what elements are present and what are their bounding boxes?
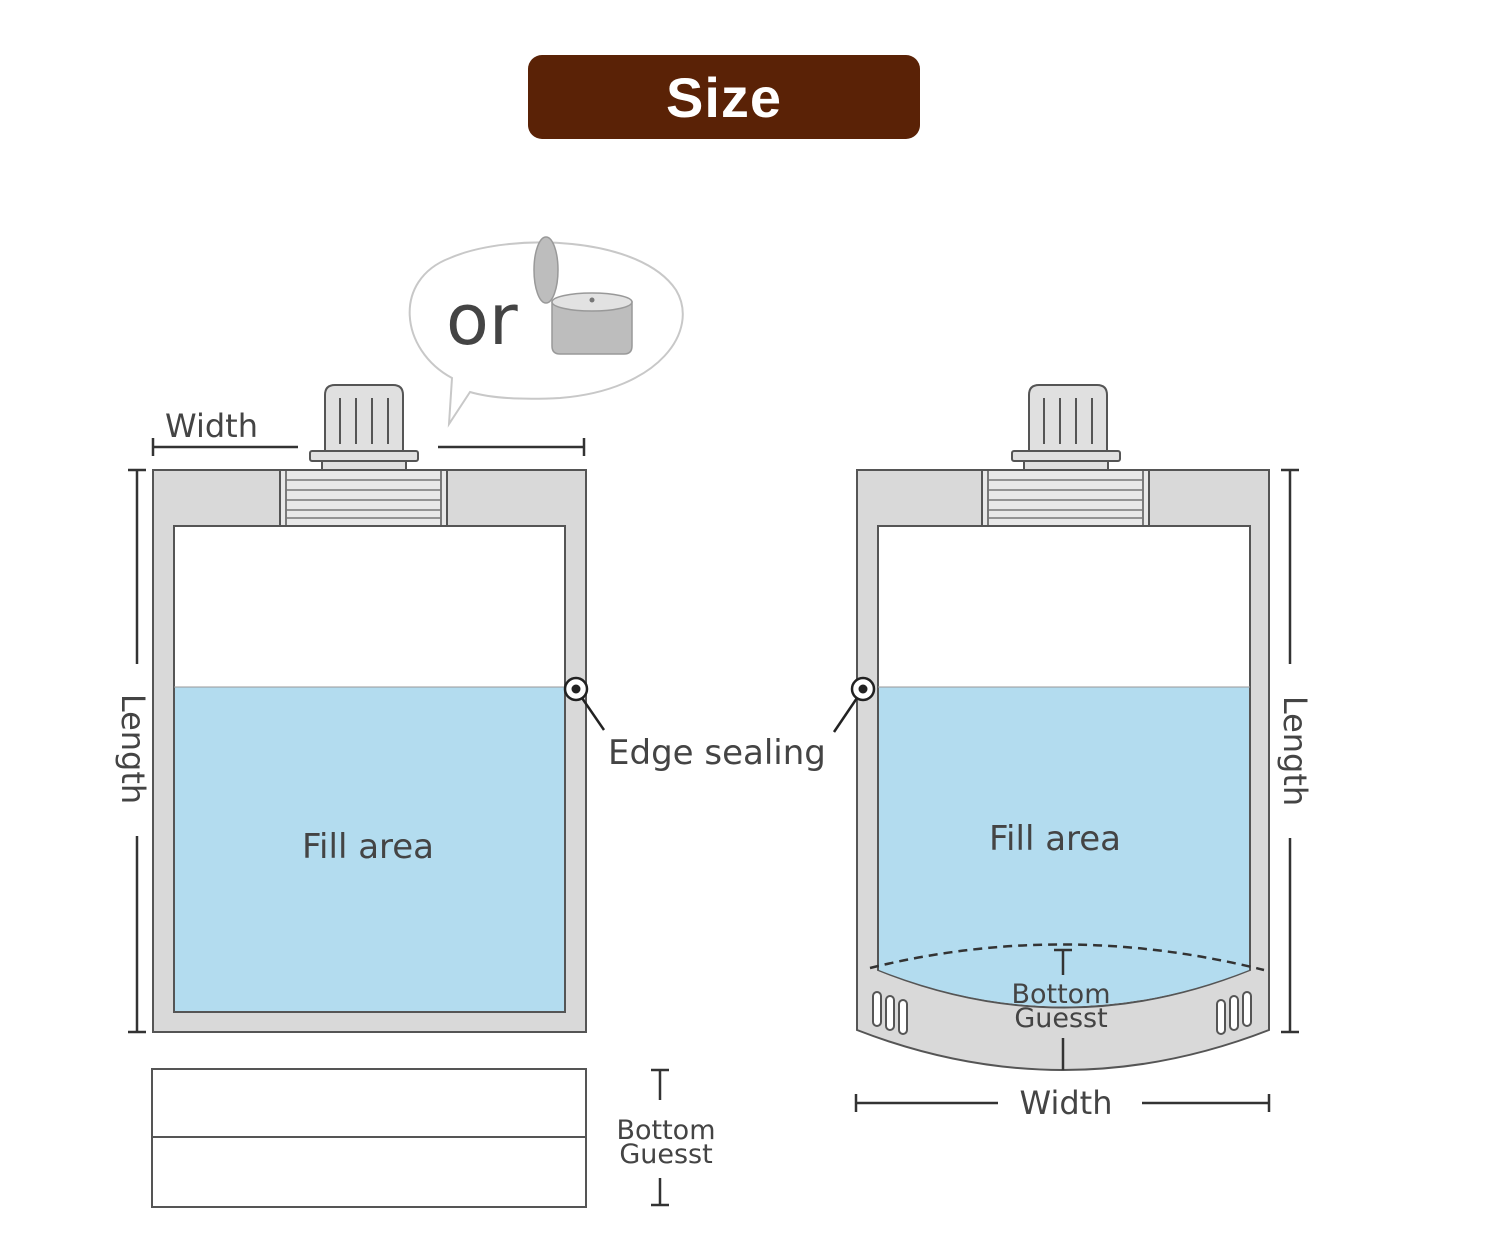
left-width-label: Width xyxy=(165,407,258,445)
bubble-or-text: or xyxy=(446,279,518,361)
right-spout-cap-icon xyxy=(1011,384,1121,471)
right-length-dimension xyxy=(1281,468,1299,1034)
right-length-label: Length xyxy=(1276,696,1314,806)
left-fill-label: Fill area xyxy=(302,827,434,867)
right-gusset-label-line2: Guesst xyxy=(1014,1003,1107,1034)
right-pouch: Fill area xyxy=(832,384,1314,1122)
edge-sealing-label: Edge sealing xyxy=(608,733,826,773)
flip-cap-icon xyxy=(533,236,633,355)
page-title: Size xyxy=(665,65,783,129)
right-edge-sealing-marker xyxy=(832,676,876,733)
left-bottom-gusset: Bottom Guesst xyxy=(151,1068,716,1208)
left-spout-cap-icon xyxy=(309,384,419,471)
left-fill-area xyxy=(175,687,564,1011)
right-gusset-dimension xyxy=(1054,948,1072,1070)
left-gusset-dimension xyxy=(651,1068,669,1207)
title-banner: Size xyxy=(528,55,920,139)
right-pouch-slots-left xyxy=(872,991,908,1035)
left-gusset-label-line2: Guesst xyxy=(619,1139,712,1170)
right-gusset-label-line1: Bottom xyxy=(1011,979,1110,1010)
left-spout-base xyxy=(279,469,448,527)
right-fill-label: Fill area xyxy=(989,819,1121,859)
right-fill-area xyxy=(879,687,1249,1007)
left-gusset-label-line1: Bottom xyxy=(616,1115,715,1146)
left-length-label: Length xyxy=(114,694,152,804)
speech-bubble: or xyxy=(408,236,684,428)
right-width-label: Width xyxy=(1020,1084,1113,1122)
right-gusset-fold-line xyxy=(869,943,1265,972)
right-width-dimension xyxy=(854,1094,1271,1112)
left-length-dimension xyxy=(128,468,146,1034)
left-width-dimension xyxy=(151,438,586,456)
right-spout-base xyxy=(981,469,1150,527)
left-edge-sealing-marker xyxy=(563,676,606,731)
right-pouch-slots-right xyxy=(1216,991,1252,1035)
left-pouch: Width Fill area xyxy=(114,384,606,1034)
